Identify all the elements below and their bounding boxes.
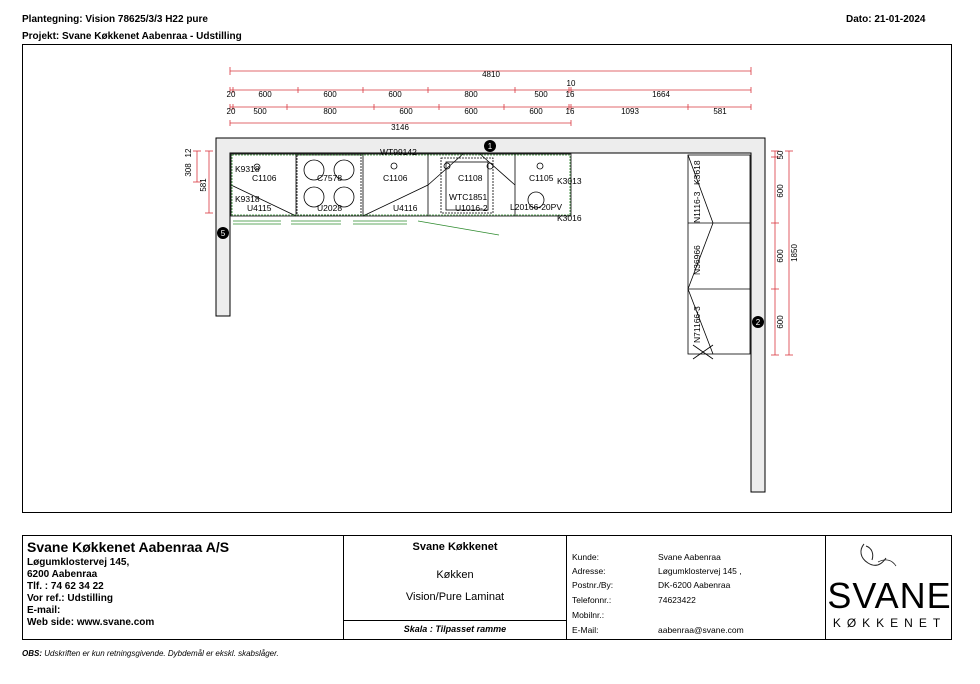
dim-r1-0: 20 (227, 90, 236, 99)
label-l20166: L20166-20PV (510, 202, 562, 212)
dim-r2-1: 500 (253, 107, 267, 116)
project-heading: Svane Køkkenet (412, 541, 498, 553)
dim-r2-0: 20 (227, 107, 236, 116)
label-k3013: K3013 (557, 176, 582, 186)
dim-right-50: 50 (776, 150, 785, 159)
label-k3016: K3016 (557, 213, 582, 223)
company-city: 6200 Aabenraa (27, 569, 98, 580)
dim-extra: 10 (567, 79, 576, 88)
label-u1016: U1016-2 (455, 203, 488, 213)
dim-total: 4810 (482, 70, 500, 79)
project-model: Vision/Pure Laminat (405, 591, 505, 603)
marker-2: 2 (756, 318, 761, 327)
label-u4116: U4116 (393, 203, 418, 213)
dim-r1-2: 600 (323, 90, 337, 99)
dim-r2-3: 600 (399, 107, 413, 116)
unit-labels: WT99142 K9318 C1106 C7578 C1106 C1108 C1… (235, 147, 702, 343)
dim-r3: 3146 (391, 123, 409, 132)
dim-right-600c: 600 (776, 315, 785, 329)
label-c1106a: C1106 (252, 173, 277, 183)
dim-r1-6: 16 (566, 90, 575, 99)
swan-icon (860, 543, 897, 567)
dim-left-12: 12 (184, 148, 193, 157)
company-email: E-mail: (27, 605, 61, 616)
email-value: aabenraa@svane.com (658, 625, 744, 635)
customer-cell: Kunde: Adresse: Postnr./By: Telefonnr.: … (567, 536, 826, 639)
side-cabinets (687, 154, 751, 360)
dim-left-581: 581 (199, 178, 208, 192)
mobile-label: Mobilnr.: (572, 610, 605, 620)
dimension-texts: 4810 10 20 600 600 600 800 500 16 1664 2… (184, 70, 799, 329)
project-title: Projekt: Svane Køkkenet Aabenraa - Udsti… (22, 31, 242, 42)
phone-value: 74623422 (658, 595, 696, 605)
scale-divider (344, 620, 566, 621)
dim-r1-7: 1664 (652, 90, 670, 99)
dim-r2-6: 16 (566, 107, 575, 116)
dim-r2-4: 600 (464, 107, 478, 116)
logo-sub: KØKKENET (832, 616, 947, 630)
label-u4115: U4115 (247, 203, 272, 213)
company-web: Web side: www.svane.com (27, 617, 155, 628)
address-label: Adresse: (572, 566, 606, 576)
label-u2028: U2028 (317, 203, 342, 213)
dim-right-600a: 600 (776, 184, 785, 198)
label-c7578: C7578 (317, 173, 342, 183)
marker-1: 1 (488, 142, 493, 151)
dim-left-308: 308 (184, 163, 193, 177)
label-wtc1851: WTC1851 (449, 192, 488, 202)
walls (215, 137, 766, 493)
company-address: Løgumklostervej 145, (27, 557, 130, 568)
dim-r1-1: 600 (258, 90, 272, 99)
dim-right-1850: 1850 (790, 244, 799, 262)
base-cabinets (230, 153, 572, 217)
dim-r2-5: 600 (529, 107, 543, 116)
worktop-outlines (231, 154, 571, 236)
dim-r1-3: 600 (388, 90, 402, 99)
label-n36966: N36966 (692, 245, 702, 275)
label-c1108: C1108 (458, 173, 483, 183)
label-c1106b: C1106 (383, 173, 408, 183)
customer-value: Svane Aabenraa (658, 552, 721, 562)
dim-r2-8: 581 (713, 107, 727, 116)
dim-right-600b: 600 (776, 249, 785, 263)
logo-word: SVANE (827, 575, 952, 616)
disclaimer: OBS: Udskriften er kun retningsgivende. … (22, 649, 279, 658)
obs-label: OBS: (22, 649, 42, 658)
project-room: Køkken (436, 569, 474, 581)
obs-text: Udskriften er kun retningsgivende. Dybde… (42, 649, 279, 658)
drawing-frame: 4810 10 20 600 600 600 800 500 16 1664 2… (22, 44, 952, 513)
date-label: Dato: 21-01-2024 (846, 14, 926, 25)
label-k9318a: K9318 (235, 164, 260, 174)
label-c1105: C1105 (529, 173, 554, 183)
company-phone: Tlf. : 74 62 34 22 (27, 581, 104, 592)
email-label: E-Mail: (572, 625, 599, 635)
marker-5: 5 (221, 229, 226, 238)
label-n71166: N71166-3 (692, 306, 702, 343)
dimension-lines (193, 67, 793, 356)
company-name: Svane Køkkenet Aabenraa A/S (27, 539, 230, 555)
company-ref: Vor ref.: Udstilling (27, 593, 113, 604)
postcode-label: Postnr./By: (572, 580, 614, 590)
label-k9318b: K9318 (235, 194, 260, 204)
plan-title: Plantegning: Vision 78625/3/3 H22 pure (22, 14, 208, 25)
dim-r2-2: 800 (323, 107, 337, 116)
company-cell: Svane Køkkenet Aabenraa A/S Løgumkloster… (23, 536, 344, 639)
svane-logo: SVANE KØKKENET (826, 536, 953, 639)
floor-plan: 4810 10 20 600 600 600 800 500 16 1664 2… (184, 67, 799, 493)
postcode-value: DK-6200 Aabenraa (658, 580, 731, 590)
label-n1116: N1116-3 (692, 191, 702, 223)
dim-r1-4: 800 (464, 90, 478, 99)
project-cell: Svane Køkkenet Køkken Vision/Pure Lamina… (344, 536, 567, 639)
label-wt99142: WT99142 (380, 147, 417, 157)
dim-r1-5: 500 (534, 90, 548, 99)
label-k3618: K3618 (692, 160, 702, 185)
markers: 1 2 5 (217, 140, 764, 328)
phone-label: Telefonnr.: (572, 595, 612, 605)
title-block: Svane Køkkenet Aabenraa A/S Løgumkloster… (22, 535, 952, 640)
address-value: Løgumklostervej 145 , (658, 566, 742, 576)
dim-r2-7: 1093 (621, 107, 639, 116)
customer-label: Kunde: (572, 552, 599, 562)
scale-label: Skala : Tilpasset ramme (403, 624, 507, 634)
